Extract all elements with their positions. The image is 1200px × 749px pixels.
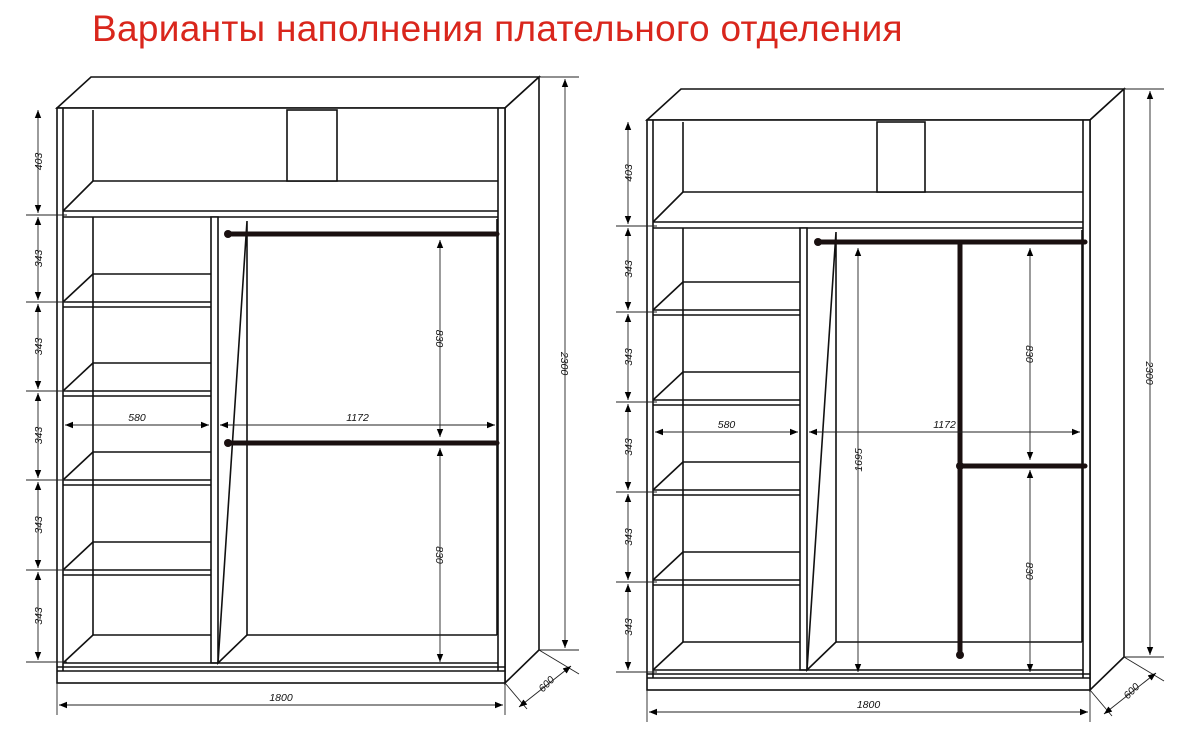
dim-height-label: 2300 [558, 351, 570, 376]
edge-line [652, 551, 684, 581]
dim-shelf-label: 343 [33, 250, 45, 268]
dim-shelf-label: 343 [623, 438, 635, 456]
dim-depth-arrow [1103, 672, 1157, 715]
edge-line [62, 362, 94, 392]
side-panel [504, 75, 540, 685]
edge-line [62, 273, 94, 303]
diagram-title: Варианты наполнения плательного отделени… [92, 8, 903, 49]
edge-line [62, 541, 94, 571]
wardrobe-1: 403 343 343 343 343 343 580 1172 830 830 2300 1800 6… [26, 75, 580, 715]
divider-depth [806, 231, 837, 673]
dim-rail-lower-label: 830 [433, 546, 445, 564]
dim-height-label: 2300 [1143, 360, 1155, 385]
dim-shelf-label: 343 [623, 348, 635, 366]
divider-panel [799, 227, 808, 671]
edge-line [652, 281, 684, 311]
dim-tick [504, 682, 528, 710]
dim-right-width-label: 1172 [933, 419, 956, 431]
dim-shelf-label: 343 [33, 607, 45, 625]
dim-depth-label: 600 [1121, 681, 1142, 702]
dim-left-width-label: 580 [128, 412, 146, 424]
dim-shelf-label: 343 [623, 528, 635, 546]
dim-shelf-label: 343 [33, 516, 45, 534]
dim-long-hang-label: 1695 [853, 448, 865, 472]
dim-rail-lower-label: 830 [1023, 562, 1035, 580]
dim-depth-label: 600 [536, 674, 557, 695]
top-box [286, 109, 338, 182]
edge-line [652, 371, 684, 401]
side-panel [1089, 87, 1125, 692]
dim-top-label: 403 [33, 153, 45, 171]
dim-top-label: 403 [623, 164, 635, 182]
edge-line [62, 451, 94, 481]
rail-end [814, 238, 822, 246]
top-panel [54, 76, 542, 109]
dim-tick [1089, 689, 1113, 717]
dim-tick [538, 649, 580, 675]
dim-shelf-label: 343 [33, 338, 45, 356]
top-panel [644, 88, 1127, 121]
dim-shelf-label: 343 [33, 427, 45, 445]
dim-tick [1123, 656, 1165, 682]
wardrobe-2: 403 343 343 343 343 343 580 1172 830 830 1695 2300 1… [616, 87, 1165, 722]
dim-left-width-label: 580 [718, 419, 736, 431]
dim-right-width-label: 1172 [346, 412, 369, 424]
dim-width-label: 1800 [857, 699, 881, 711]
divider-panel [210, 216, 219, 664]
pole-foot [956, 651, 964, 659]
dim-rail-upper-label: 830 [433, 330, 445, 348]
dim-rail-upper-label: 830 [1023, 345, 1035, 363]
edge-line [652, 641, 684, 671]
edge-line [62, 180, 94, 212]
dim-shelf-label: 343 [623, 618, 635, 636]
rail-end [224, 439, 232, 447]
top-box [876, 121, 926, 193]
dim-depth-arrow [518, 665, 572, 708]
edge-line [62, 634, 94, 664]
dim-shelf-label: 343 [623, 260, 635, 278]
dim-width-label: 1800 [269, 692, 293, 704]
edge-line [652, 191, 684, 223]
rail-end [224, 230, 232, 238]
edge-line [652, 461, 684, 491]
